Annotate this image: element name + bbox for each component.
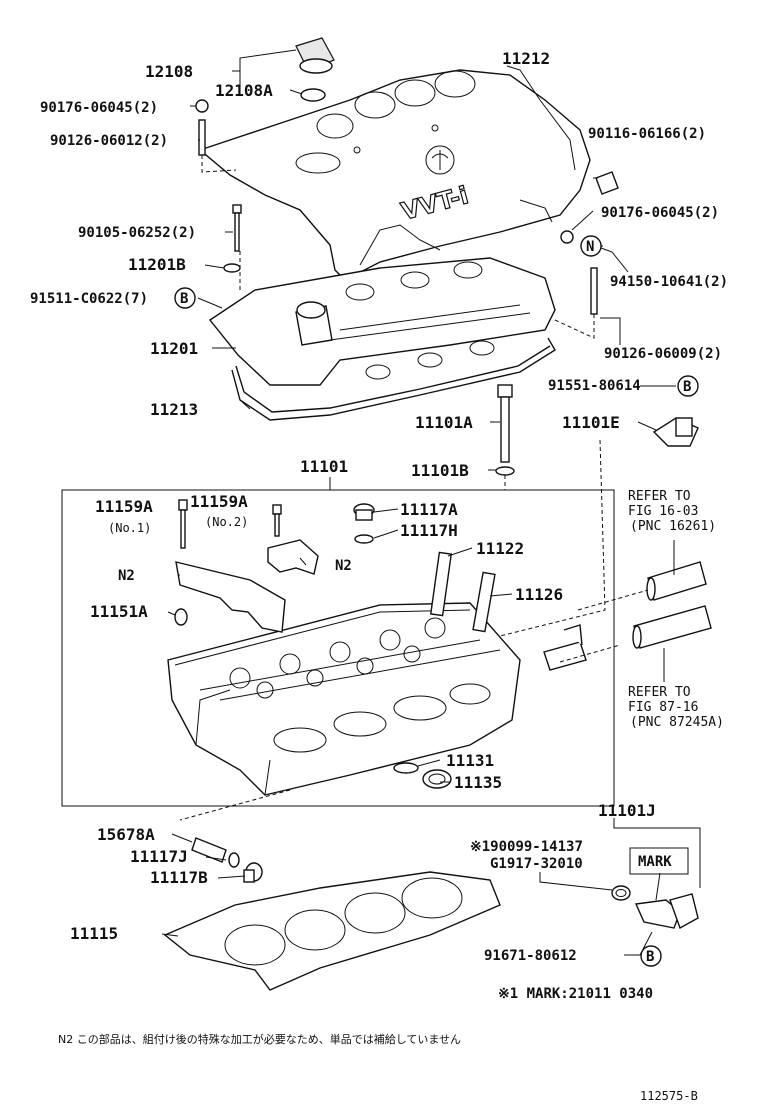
label-11101B: 11101B bbox=[411, 461, 469, 480]
leader-lines bbox=[161, 49, 701, 956]
refer-top-line1: REFER TO bbox=[628, 489, 691, 504]
refer-bottom-line1: REFER TO bbox=[628, 685, 691, 700]
head-cover-11212: VVT-i bbox=[198, 69, 591, 281]
label-11131: 11131 bbox=[446, 751, 494, 770]
label-91511-C0622: 91511-C0622(7) bbox=[30, 291, 148, 307]
sensor-11101E bbox=[652, 417, 699, 447]
circle-b-2: B bbox=[683, 379, 691, 395]
label-11159A-no1: 11159A bbox=[95, 497, 153, 516]
bearing-caps bbox=[174, 499, 319, 633]
label-90176-06045-left: 90176-06045(2) bbox=[40, 100, 158, 116]
label-11201B: 11201B bbox=[128, 255, 186, 274]
label-90116-06166: 90116-06166(2) bbox=[588, 126, 706, 142]
oil-seals bbox=[393, 762, 452, 789]
refer-top-line3: (PNC 16261) bbox=[630, 519, 716, 534]
oil-filler-cap bbox=[295, 37, 335, 102]
label-11117A: 11117A bbox=[400, 500, 458, 519]
label-11201: 11201 bbox=[150, 339, 198, 358]
label-11101A: 11101A bbox=[415, 413, 473, 432]
label-15678A: 15678A bbox=[97, 825, 155, 844]
label-11135: 11135 bbox=[454, 773, 502, 792]
note-no2: (No.2) bbox=[205, 515, 248, 529]
label-90126-06012: 90126-06012(2) bbox=[50, 133, 168, 149]
label-11122: 11122 bbox=[476, 539, 524, 558]
head-cover-gasket bbox=[231, 337, 556, 421]
camshaft-housing-11201 bbox=[208, 257, 556, 386]
label-11213: 11213 bbox=[150, 400, 198, 419]
refer-bottom-line3: (PNC 87245A) bbox=[630, 715, 724, 730]
label-90105-06252: 90105-06252(2) bbox=[78, 225, 196, 241]
label-G1917-32010: G1917-32010 bbox=[490, 856, 583, 872]
cylinder-head-11101 bbox=[167, 602, 521, 796]
label-11212: 11212 bbox=[502, 49, 550, 68]
cover-fasteners bbox=[195, 99, 619, 315]
label-12108: 12108 bbox=[145, 62, 193, 81]
label-91551-80614: 91551-80614 bbox=[548, 378, 641, 394]
plugs-and-guides bbox=[353, 503, 496, 633]
cylinder-head-box bbox=[61, 489, 615, 807]
drawing-id: 112575-B bbox=[640, 1089, 698, 1103]
oil-control-valve bbox=[611, 847, 699, 930]
label-11101J: 11101J bbox=[598, 801, 656, 820]
label-11117B: 11117B bbox=[150, 868, 208, 887]
footnote: N2 この部品は、組付け後の特殊な加工が必要なため、単品では補給していません bbox=[58, 1032, 461, 1046]
label-11101E: 11101E bbox=[562, 413, 620, 432]
union-15678A bbox=[191, 837, 263, 883]
label-11151A: 11151A bbox=[90, 602, 148, 621]
water-pipes bbox=[543, 561, 712, 671]
label-n2-left: N2 bbox=[118, 568, 135, 584]
refer-bottom-line2: FIG 87-16 bbox=[628, 700, 698, 715]
assembly-lines bbox=[179, 155, 649, 821]
mark-note: ※1 MARK:21011 0340 bbox=[498, 986, 653, 1002]
label-n2-right: N2 bbox=[335, 558, 352, 574]
label-11101: 11101 bbox=[300, 457, 348, 476]
circle-markers: N B B B bbox=[174, 235, 699, 967]
note-no1: (No.1) bbox=[108, 521, 151, 535]
circle-b-1: B bbox=[180, 291, 188, 307]
label-11126: 11126 bbox=[515, 585, 563, 604]
refer-top-line2: FIG 16-03 bbox=[628, 504, 698, 519]
label-11117H: 11117H bbox=[400, 521, 458, 540]
label-90126-06009: 90126-06009(2) bbox=[604, 346, 722, 362]
head-gasket-11115 bbox=[163, 871, 501, 991]
mark-box-label: MARK bbox=[638, 854, 672, 870]
head-bolt bbox=[495, 384, 515, 476]
circle-n: N bbox=[586, 239, 594, 255]
label-94150-10641: 94150-10641(2) bbox=[610, 274, 728, 290]
label-11159A-no2: 11159A bbox=[190, 492, 248, 511]
label-12108A: 12108A bbox=[215, 81, 273, 100]
label-91671-80612: 91671-80612 bbox=[484, 948, 577, 964]
label-11117J: 11117J bbox=[130, 847, 188, 866]
label-11115: 11115 bbox=[70, 924, 118, 943]
label-90099-14137: ※190099-14137 bbox=[470, 839, 583, 855]
label-90176-06045-right: 90176-06045(2) bbox=[601, 205, 719, 221]
circle-b-3: B bbox=[646, 949, 654, 965]
